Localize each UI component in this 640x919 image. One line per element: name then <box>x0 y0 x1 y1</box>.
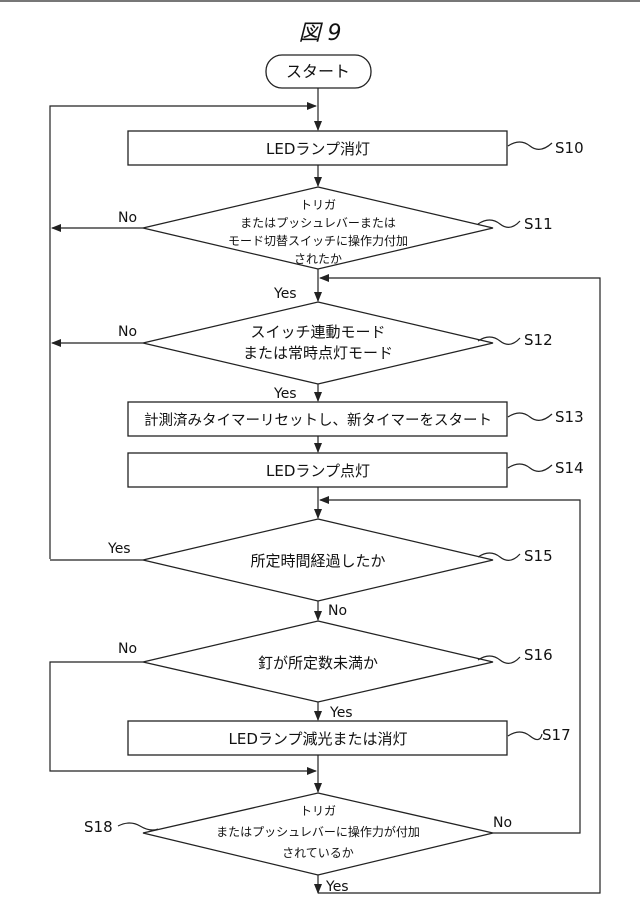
s10-leader <box>508 142 552 149</box>
s18-leader <box>118 823 158 830</box>
s17-text: LEDランプ減光または消灯 <box>229 730 408 748</box>
s18-yes-label: Yes <box>325 879 349 895</box>
s10-text: LEDランプ消灯 <box>266 140 370 158</box>
s17-leader <box>508 732 542 740</box>
s14-leader <box>508 464 552 471</box>
s11-line: またはプッシュレバーまたは <box>240 216 396 230</box>
s13-id: S13 <box>555 408 584 426</box>
s18-line: トリガ <box>300 804 336 818</box>
s12-line: スイッチ連動モード <box>250 323 385 341</box>
s11-line: モード切替スイッチに操作力付加 <box>228 233 408 248</box>
s18-no-label: No <box>493 815 512 831</box>
s11-id: S11 <box>524 215 553 233</box>
s15-id: S15 <box>524 547 553 565</box>
s11-line: トリガ <box>300 198 336 212</box>
s14-text: LEDランプ点灯 <box>266 462 370 480</box>
s13-leader <box>508 413 552 420</box>
start-label: スタート <box>286 62 350 81</box>
s18-id: S18 <box>84 818 113 836</box>
s10-id: S10 <box>555 139 584 157</box>
s15-text: 所定時間経過したか <box>250 552 385 570</box>
s16-id: S16 <box>524 646 553 664</box>
s15-no-label: No <box>328 603 347 619</box>
top-border <box>0 0 640 2</box>
s15-yes-label: Yes <box>107 541 131 557</box>
s18-line: されているか <box>282 846 354 860</box>
s11-line: されたか <box>294 252 342 266</box>
s12-line: または常時点灯モード <box>243 344 393 362</box>
s12-no-label: No <box>118 324 137 340</box>
s11-yes-label: Yes <box>273 286 297 302</box>
decision-s12 <box>143 302 493 384</box>
s16-yes-label: Yes <box>329 705 353 721</box>
s16-no-label: No <box>118 641 137 657</box>
s11-no-label: No <box>118 210 137 226</box>
s12-id: S12 <box>524 331 553 349</box>
s13-text: 計測済みタイマーリセットし、新タイマーをスタート <box>144 412 492 429</box>
s12-yes-label: Yes <box>273 386 297 402</box>
s18-line: またはプッシュレバーに操作力が付加 <box>216 824 420 839</box>
s17-id: S17 <box>542 726 571 744</box>
s14-id: S14 <box>555 459 584 477</box>
s16-text: 釘が所定数未満か <box>258 654 378 672</box>
figure-title: 図 9 <box>299 21 342 46</box>
